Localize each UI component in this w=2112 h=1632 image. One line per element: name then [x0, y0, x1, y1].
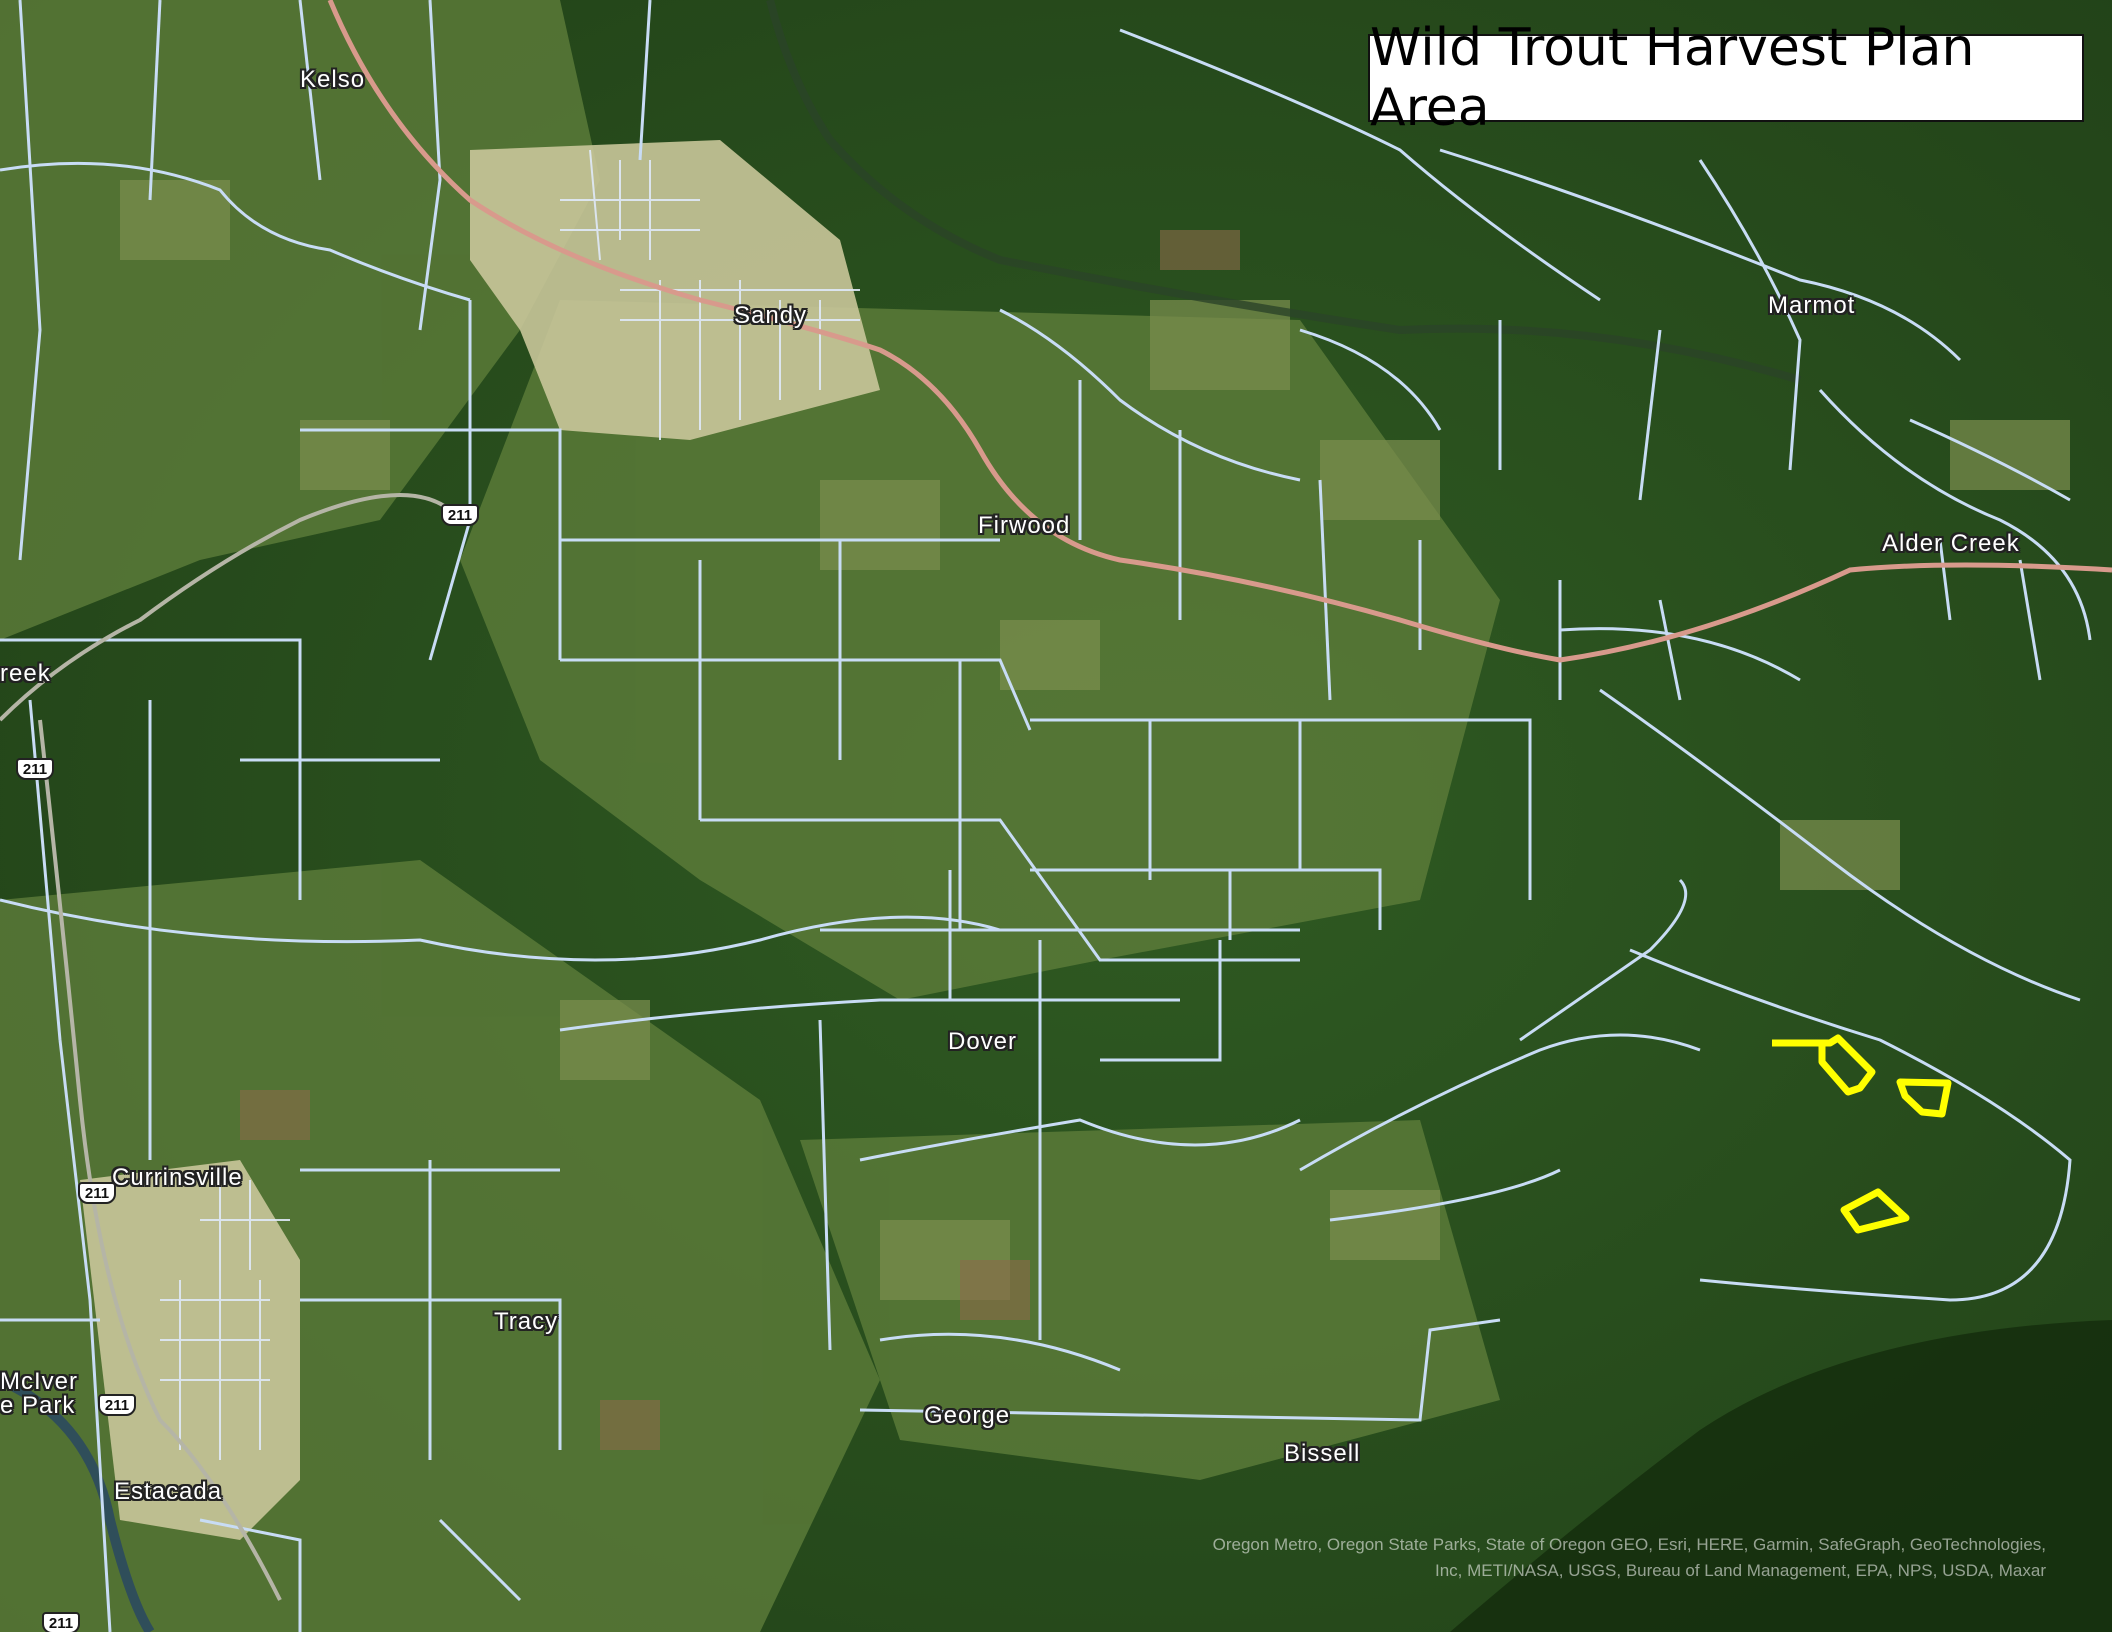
- place-label-marmot: Marmot: [1768, 292, 1856, 319]
- clearcut-patches: [120, 180, 2070, 1300]
- place-label-firwood: Firwood: [978, 512, 1071, 539]
- place-label-reek: reek: [0, 660, 51, 687]
- place-label-mciver: McIver: [0, 1368, 78, 1395]
- highway-us26: [327, 0, 2112, 663]
- place-label-sandy: Sandy: [734, 302, 808, 329]
- place-label-kelso: Kelso: [300, 66, 366, 93]
- attribution-line-1: Oregon Metro, Oregon State Parks, State …: [1212, 1535, 2046, 1554]
- map-title: Wild Trout Harvest Plan Area: [1368, 18, 2084, 138]
- harvest-units: [1772, 1034, 1952, 1234]
- harvest-unit-3: [1840, 1188, 1910, 1234]
- route-211-shield: 211: [78, 1182, 116, 1204]
- place-label-alder-creek: Alder Creek: [1882, 530, 2020, 557]
- river: [0, 1375, 155, 1632]
- route-211-shield: 211: [98, 1394, 136, 1416]
- place-label-e-park: e Park: [0, 1392, 76, 1419]
- bare-soil-patches: [240, 230, 1240, 1450]
- harvest-unit-2: [1896, 1078, 1952, 1118]
- farmland-areas: [0, 0, 1500, 1632]
- map-attribution: Oregon Metro, Oregon State Parks, State …: [1006, 1532, 2046, 1584]
- place-label-estacada: Estacada: [114, 1478, 223, 1505]
- route-211-shield: 211: [16, 758, 54, 780]
- place-label-george: George: [924, 1402, 1011, 1429]
- place-label-dover: Dover: [948, 1028, 1018, 1055]
- place-label-currinsville: Currinsville: [112, 1164, 243, 1191]
- place-label-bissell: Bissell: [1284, 1440, 1361, 1467]
- harvest-unit-1: [1772, 1034, 1876, 1096]
- urban-streets: [160, 149, 860, 1460]
- route-211-shield: 211: [42, 1612, 80, 1632]
- ridge-terrain: [1450, 1320, 2112, 1632]
- place-label-tracy: Tracy: [494, 1308, 559, 1335]
- attribution-line-2: Inc, METI/NASA, USGS, Bureau of Land Man…: [1435, 1561, 2046, 1580]
- route-211-shield: 211: [441, 504, 479, 526]
- river-north: [766, 0, 1802, 384]
- highway-211: [0, 493, 462, 1601]
